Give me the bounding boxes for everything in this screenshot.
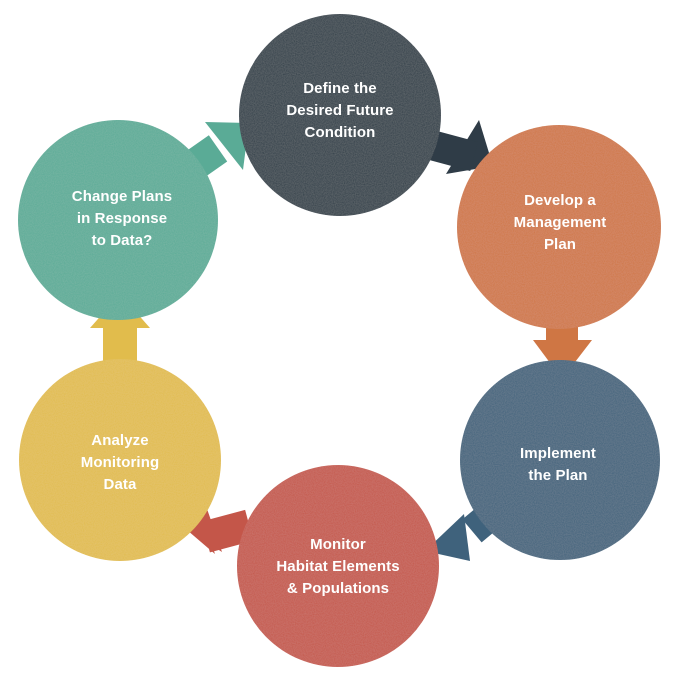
step-label-line: Define the [303, 80, 377, 97]
step-label-line: & Populations [287, 580, 389, 597]
arrow-head-icon [186, 506, 222, 552]
step-change: Change Plans in Response to Data? [18, 120, 218, 320]
step-circle [237, 465, 439, 667]
step-circle [457, 125, 661, 329]
step-label-line: Habitat Elements [276, 558, 399, 575]
step-label-line: Monitoring [81, 454, 159, 471]
step-label: Change Plans in Response to Data? [72, 188, 172, 249]
step-circle [19, 359, 221, 561]
step-label-line: Data [104, 476, 137, 493]
arrow-head-icon [205, 122, 249, 170]
step-label-line: Analyze [91, 432, 148, 449]
step-label-line: Implement [520, 445, 596, 462]
step-label-line: Plan [544, 236, 576, 253]
step-implement: Implement the Plan [460, 360, 660, 560]
step-label-line: Monitor [310, 536, 366, 553]
step-label-line: to Data? [92, 232, 153, 249]
step-circle [460, 360, 660, 560]
step-label-line: Develop a [524, 192, 596, 209]
step-label-line: Condition [305, 124, 376, 141]
step-circle [239, 14, 441, 216]
step-label: Implement the Plan [520, 445, 596, 484]
step-label-line: Management [514, 214, 607, 231]
step-label-line: in Response [77, 210, 167, 227]
step-circle [18, 120, 218, 320]
step-label-line: the Plan [528, 467, 587, 484]
step-label-line: Change Plans [72, 188, 172, 205]
arrow-head-icon [533, 340, 592, 379]
step-label-line: Desired Future [286, 102, 393, 119]
